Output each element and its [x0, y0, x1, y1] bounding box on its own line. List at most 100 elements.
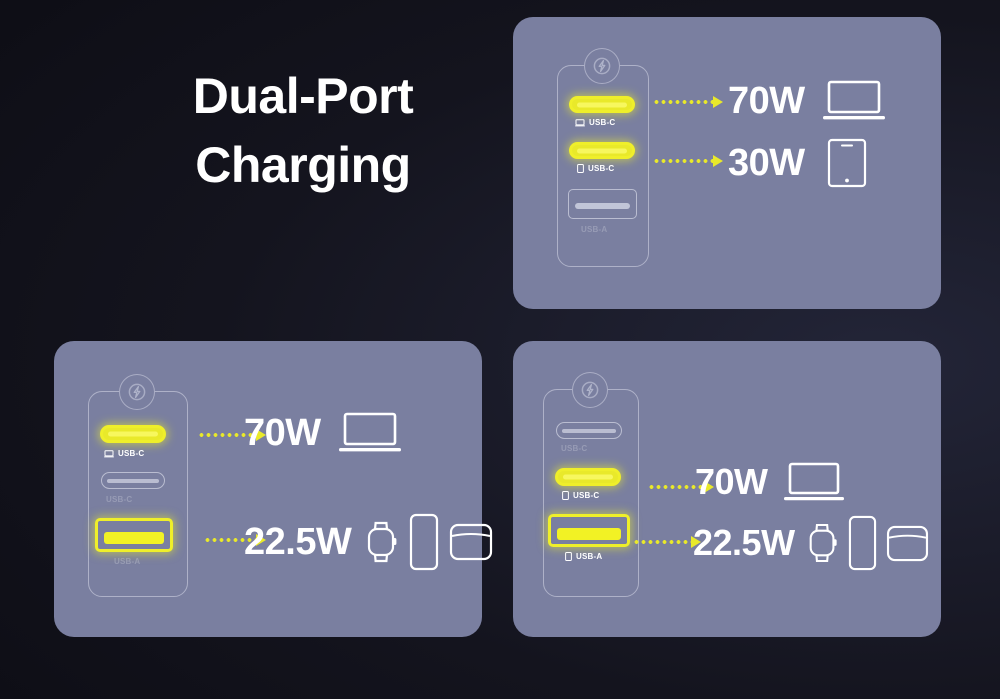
output-row-1: 70W — [728, 79, 885, 123]
output-row-2: 30W — [728, 138, 867, 188]
phone-icon — [848, 515, 876, 571]
port-usb-a[interactable] — [95, 518, 173, 552]
port-usb-c-2[interactable] — [101, 472, 165, 489]
laptop-icon — [822, 80, 885, 120]
title-line-2: Charging — [195, 137, 411, 193]
device-icons — [827, 138, 867, 188]
port-slot — [576, 148, 628, 153]
lightning-bolt-icon — [119, 374, 155, 410]
flow-arrow-1 — [648, 481, 714, 493]
port-usb-c-1[interactable] — [569, 96, 635, 113]
watt-value: 70W — [695, 461, 768, 502]
flow-arrow-2 — [653, 155, 723, 167]
port-label-text: USB-A — [576, 552, 603, 561]
port-usb-c-2[interactable] — [555, 468, 621, 486]
device-icons — [805, 515, 929, 571]
port-slot — [562, 474, 614, 480]
port-label-usb-c-1: USB-C — [561, 444, 587, 453]
port-slot — [106, 478, 160, 483]
port-label-text: USB-A — [114, 557, 141, 566]
port-usb-c-2[interactable] — [569, 142, 635, 159]
port-label-usb-c-2: USB-C — [562, 491, 599, 500]
flow-arrow-2 — [633, 536, 701, 548]
arrow-dots — [198, 433, 257, 437]
watt-value: 70W — [244, 411, 321, 454]
port-label-usb-c-1: USB-C — [575, 118, 615, 127]
port-label-usb-a: USB-A — [581, 225, 607, 234]
port-label-usb-a: USB-A — [565, 552, 602, 561]
watt-value: 70W — [728, 79, 805, 122]
arrow-dots — [648, 485, 705, 489]
earbuds-case-icon — [886, 525, 928, 561]
tablet-icon — [827, 138, 866, 188]
port-slot — [557, 527, 621, 540]
watch-icon — [809, 523, 837, 563]
watch-icon — [368, 521, 397, 563]
port-usb-c-1[interactable] — [556, 422, 622, 439]
laptop-icon — [104, 449, 114, 457]
arrow-head — [713, 96, 723, 108]
charger-outline — [88, 391, 188, 597]
title-line-1: Dual-Port — [192, 68, 414, 124]
port-label-text: USB-C — [589, 118, 616, 127]
earbuds-case-icon — [450, 523, 493, 561]
lightning-bolt-icon — [584, 48, 620, 84]
charger-body: USB-C USB-C USB-A — [88, 374, 188, 597]
watt-value: 22.5W — [693, 522, 795, 563]
port-slot — [107, 431, 159, 437]
port-label-text: USB-C — [588, 164, 615, 173]
phone-icon — [410, 513, 439, 571]
port-label-usb-c-1: USB-C — [104, 449, 144, 458]
port-label-usb-a: USB-A — [114, 557, 140, 566]
phone-icon — [562, 491, 569, 500]
arrow-dots — [653, 159, 714, 163]
device-icons — [338, 411, 401, 455]
phone-icon — [577, 164, 584, 173]
device-icons — [783, 461, 844, 503]
charger-body: USB-C USB-C USB-A — [557, 48, 649, 267]
laptop-icon — [338, 412, 401, 452]
watt-value: 22.5W — [244, 520, 352, 563]
arrow-head — [713, 155, 723, 167]
lightning-bolt-icon — [572, 372, 608, 408]
device-icons — [363, 513, 493, 571]
page-title: Dual-Port Charging — [118, 62, 488, 200]
output-row-2: 22.5W — [693, 515, 929, 571]
flow-arrow-2 — [204, 534, 266, 546]
port-label-usb-c-2: USB-C — [106, 495, 132, 504]
arrow-dots — [204, 538, 257, 542]
arrow-head — [256, 534, 266, 546]
port-label-text: USB-A — [581, 225, 608, 234]
charger-body: USB-C USB-C USB-A — [543, 372, 639, 597]
port-label-text: USB-C — [106, 495, 133, 504]
port-label-text: USB-C — [118, 449, 145, 458]
laptop-icon — [783, 462, 844, 501]
output-row-2: 22.5W — [244, 513, 493, 571]
port-slot — [576, 102, 628, 107]
port-usb-a[interactable] — [568, 189, 637, 219]
panel-bottom-left: USB-C USB-C USB-A 70W — [54, 341, 493, 637]
port-usb-c-1[interactable] — [100, 425, 166, 443]
port-label-usb-c-2: USB-C — [577, 164, 614, 173]
flow-arrow-1 — [653, 96, 723, 108]
panel-bottom-right: USB-C USB-C USB-A — [513, 341, 941, 637]
device-icons — [822, 79, 885, 123]
laptop-icon — [575, 118, 585, 126]
arrow-head — [704, 481, 714, 493]
arrow-dots — [653, 100, 714, 104]
port-label-text: USB-C — [573, 491, 600, 500]
arrow-head — [256, 429, 266, 441]
watt-value: 30W — [728, 141, 805, 184]
port-slot — [575, 203, 630, 210]
output-row-1: 70W — [695, 461, 844, 503]
port-slot — [103, 532, 165, 545]
phone-icon — [565, 552, 572, 561]
arrow-head — [691, 536, 701, 548]
port-slot — [562, 428, 616, 433]
arrow-dots — [633, 540, 692, 544]
port-usb-a[interactable] — [548, 514, 630, 547]
output-row-1: 70W — [244, 411, 401, 455]
panel-top-right: USB-C USB-C USB-A — [513, 17, 941, 309]
flow-arrow-1 — [198, 429, 266, 441]
